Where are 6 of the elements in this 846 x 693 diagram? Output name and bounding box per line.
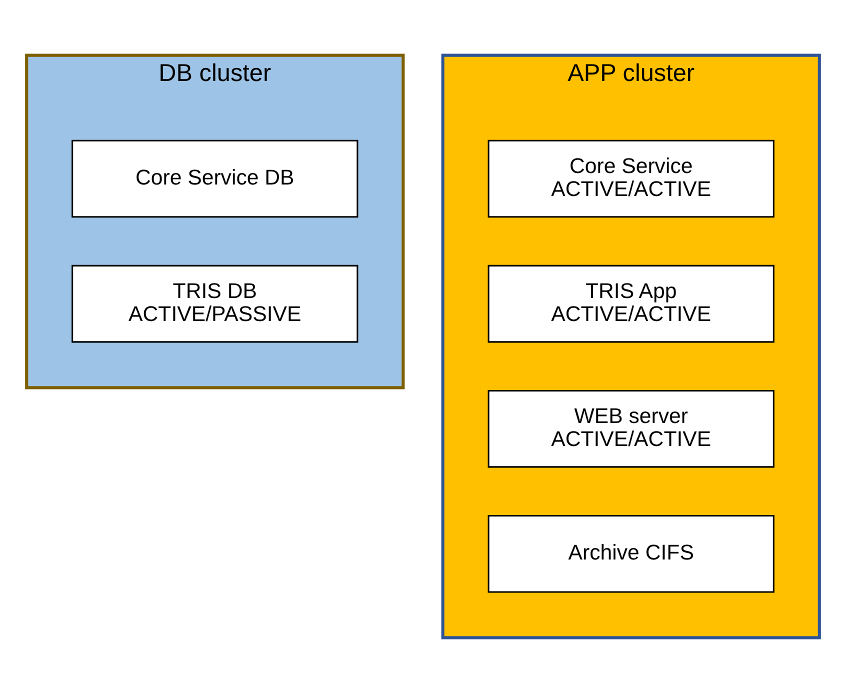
node-box: Core Service DB (72, 140, 358, 218)
node-box: TRIS DB ACTIVE/PASSIVE (72, 264, 358, 343)
node-box: WEB server ACTIVE/ACTIVE (488, 390, 774, 468)
node-box: Archive CIFS (488, 514, 774, 593)
node-box: Core Service ACTIVE/ACTIVE (488, 140, 774, 218)
node-box: TRIS App ACTIVE/ACTIVE (488, 264, 774, 343)
